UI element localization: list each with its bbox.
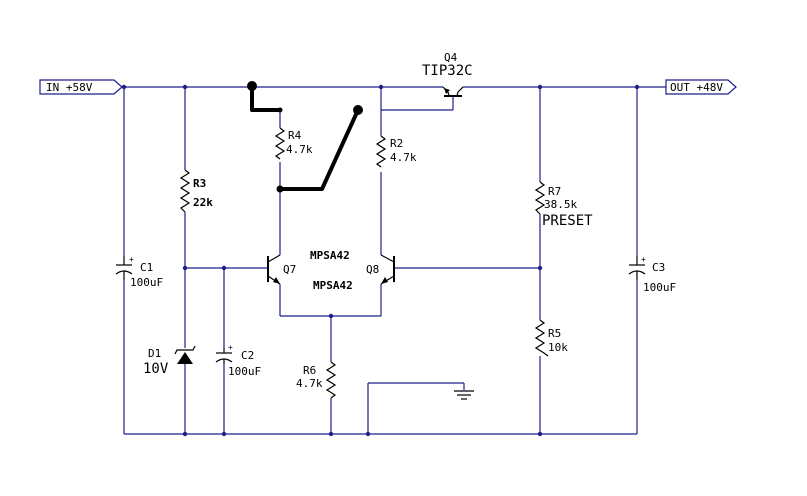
resistor-r6: R6 4.7k xyxy=(296,361,337,399)
q4-value: TIP32C xyxy=(422,63,473,79)
output-port-label: OUT +48V xyxy=(670,81,723,94)
r7-value: 38.5k xyxy=(544,198,577,211)
c2-ref: C2 xyxy=(241,349,254,362)
resistor-r7: R7 38.5k PRESET xyxy=(534,181,593,229)
r2-ref: R2 xyxy=(390,137,403,150)
r7-note: PRESET xyxy=(542,213,593,229)
rework-wire xyxy=(247,81,363,193)
resistor-r4: R4 4.7k xyxy=(274,127,313,160)
q7-value: MPSA42 xyxy=(310,249,350,262)
svg-text:+: + xyxy=(228,343,233,352)
capacitor-c3: + C3 100uF xyxy=(628,255,676,294)
transistor-q4: Q4 TIP32C xyxy=(422,51,473,97)
r6-value: 4.7k xyxy=(296,377,323,390)
r4-ref: R4 xyxy=(288,129,302,142)
zener-diode-d1: D1 10V xyxy=(143,345,196,377)
r5-ref: R5 xyxy=(548,327,561,340)
input-port: IN +58V xyxy=(39,79,123,95)
c1-value: 100uF xyxy=(130,276,163,289)
resistor-r3: R3 22k xyxy=(179,169,213,213)
q8-value: MPSA42 xyxy=(313,279,353,292)
r3-ref: R3 xyxy=(193,177,206,190)
d1-ref: D1 xyxy=(148,347,161,360)
capacitor-c1: + C1 100uF xyxy=(115,255,163,289)
r7-ref: R7 xyxy=(548,185,561,198)
resistor-r2: R2 4.7k xyxy=(375,135,417,168)
ground-icon xyxy=(454,390,474,400)
svg-text:+: + xyxy=(641,255,646,264)
q7-ref: Q7 xyxy=(283,263,296,276)
transistor-q8: Q8 MPSA42 xyxy=(313,254,395,292)
q8-ref: Q8 xyxy=(366,263,379,276)
r2-value: 4.7k xyxy=(390,151,417,164)
transistor-q7: Q7 MPSA42 xyxy=(267,249,350,285)
r6-ref: R6 xyxy=(303,364,316,377)
r5-value: 10k xyxy=(548,341,568,354)
q4-ref: Q4 xyxy=(444,51,458,64)
input-port-label: IN +58V xyxy=(46,81,93,94)
c1-ref: C1 xyxy=(140,261,153,274)
r3-value: 22k xyxy=(193,196,213,209)
svg-text:+: + xyxy=(129,255,134,264)
capacitor-c2: + C2 100uF xyxy=(215,343,261,378)
c3-ref: C3 xyxy=(652,261,665,274)
junction-dots xyxy=(121,84,640,437)
c2-value: 100uF xyxy=(228,365,261,378)
d1-value: 10V xyxy=(143,361,169,377)
resistor-r5: R5 10k xyxy=(534,319,568,357)
output-port: OUT +48V xyxy=(665,79,737,95)
c3-value: 100uF xyxy=(643,281,676,294)
r4-value: 4.7k xyxy=(286,143,313,156)
